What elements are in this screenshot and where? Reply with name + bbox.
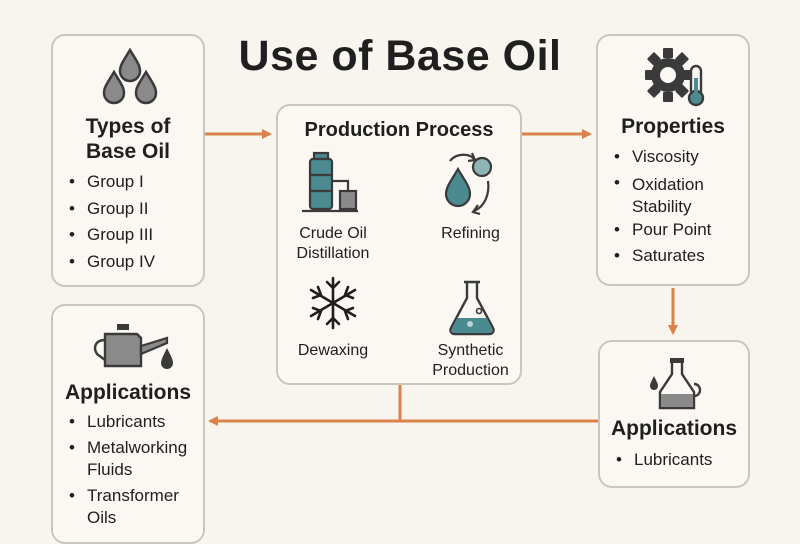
types-heading-line2: Base Oil <box>85 140 171 163</box>
list-item: Lubricants <box>616 447 712 474</box>
step-distillation-line2: Distillation <box>296 245 370 262</box>
list-item: Fluids <box>87 460 133 479</box>
applications-left-box: Applications Lubricants Metalworking Flu… <box>51 304 205 544</box>
flask-icon <box>449 280 495 336</box>
oil-drops-icon <box>102 47 158 105</box>
oil-bottle-icon <box>650 358 702 410</box>
list-item: Metalworking <box>69 437 187 459</box>
applications-left-list: Lubricants Metalworking Fluids Transform… <box>69 411 187 529</box>
types-list: Group I Group II Group III Group IV <box>69 169 155 275</box>
list-item: Group II <box>69 196 155 223</box>
production-box: Production Process Crude Oil Distillatio… <box>276 104 522 385</box>
list-item: Oxidation <box>614 171 711 197</box>
list-item: Group I <box>69 169 155 196</box>
list-item: Viscosity <box>614 144 711 171</box>
list-item: Lubricants <box>69 411 187 433</box>
oil-can-icon <box>93 324 173 369</box>
types-heading-line1: Types of <box>85 115 171 138</box>
types-box: Types of Base Oil Group I Group II Group… <box>51 34 205 287</box>
list-item: Pour Point <box>614 217 711 244</box>
list-item: Stability <box>632 196 692 216</box>
refining-drop-icon <box>444 152 493 215</box>
step-refining: Refining <box>441 225 500 242</box>
list-item: Group III <box>69 222 155 249</box>
distillation-tower-icon <box>302 151 358 213</box>
list-item: Group IV <box>69 249 155 276</box>
applications-left-heading: Applications <box>64 381 191 404</box>
list-item: Saturates <box>614 243 711 270</box>
properties-list: Viscosity Oxidation Stability Pour Point… <box>614 144 711 270</box>
properties-box: Properties Viscosity Oxidation Stability… <box>596 34 750 286</box>
production-heading: Production Process <box>304 119 494 141</box>
snowflake-icon <box>309 276 357 330</box>
applications-right-heading: Applications <box>610 417 737 440</box>
properties-heading: Properties <box>621 115 725 138</box>
gear-thermometer-icon <box>645 48 705 107</box>
page-title: Use of Base Oil <box>238 32 562 80</box>
step-distillation-line1: Crude Oil <box>299 225 367 242</box>
step-synthetic-line1: Synthetic <box>437 342 504 359</box>
applications-right-list: Lubricants <box>616 447 712 474</box>
step-synthetic-line2: Production <box>432 362 509 379</box>
applications-right-box: Applications Lubricants <box>598 340 750 488</box>
list-item: Oils <box>87 508 117 527</box>
list-item: Transformer <box>69 485 187 507</box>
step-dewaxing: Dewaxing <box>297 342 369 359</box>
